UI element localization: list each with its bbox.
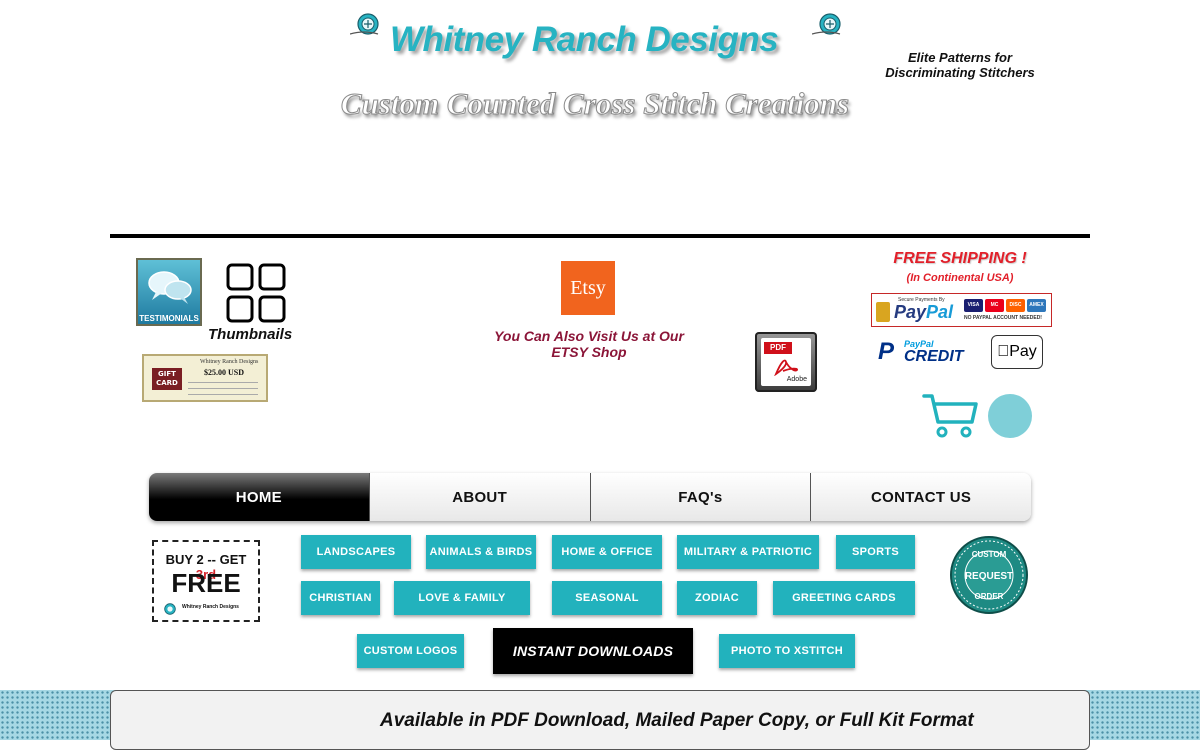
category-landscapes[interactable]: LANDSCAPES	[301, 535, 411, 569]
category-greeting-cards[interactable]: GREETING CARDS	[773, 581, 915, 615]
acrobat-swirl-icon	[774, 359, 798, 376]
etsy-shop-link[interactable]: You Can Also Visit Us at Our ETSY Shop	[494, 328, 684, 360]
testimonials-caption: TESTIMONIALS	[139, 314, 199, 323]
lock-icon	[876, 302, 890, 322]
pdf-page: PDF Adobe	[761, 338, 811, 386]
gift-card-line	[188, 394, 258, 395]
apple-pay-label: Pay	[1003, 343, 1037, 360]
gift-card-title: Whitney Ranch Designs	[200, 359, 259, 365]
nav-home[interactable]: HOME	[149, 473, 369, 521]
gift-card-amount: $25.00 USD	[204, 368, 245, 377]
paypal-pal: Pal	[926, 302, 954, 322]
header-divider	[110, 234, 1090, 238]
category-christian[interactable]: CHRISTIAN	[301, 581, 380, 615]
thread-spool-icon	[164, 603, 176, 615]
paypal-secure-badge: Secure Payments By PayPal VISA MC DISC A…	[871, 293, 1052, 327]
paypal-logo: PayPal	[894, 302, 953, 323]
category-photo-to-xstitch[interactable]: PHOTO TO XSTITCH	[719, 634, 855, 668]
paypal-pay: Pay	[894, 302, 927, 322]
no-account-needed: NO PAYPAL ACCOUNT NEEDED!	[964, 315, 1042, 321]
site-tagline: Elite Patterns for Discriminating Stitch…	[885, 50, 1035, 80]
category-home-office[interactable]: HOME & OFFICE	[552, 535, 662, 569]
speech-bubbles-icon	[148, 271, 192, 304]
thread-spool-icon	[812, 13, 841, 35]
site-subtitle: Custom Counted Cross Stitch Creations	[340, 86, 850, 122]
category-military-patriotic[interactable]: MILITARY & PATRIOTIC	[677, 535, 819, 569]
site-brand-title[interactable]: Whitney Ranch Designs	[390, 20, 779, 59]
category-animals-birds[interactable]: ANIMALS & BIRDS	[426, 535, 536, 569]
category-seasonal[interactable]: SEASONAL	[552, 581, 662, 615]
amex-icon: AMEX	[1027, 299, 1046, 312]
paypal-credit-logo: P PayPal CREDIT	[878, 338, 964, 366]
category-zodiac[interactable]: ZODIAC	[677, 581, 757, 615]
category-custom-logos[interactable]: CUSTOM LOGOS	[357, 634, 464, 668]
visa-icon: VISA	[964, 299, 983, 312]
mastercard-icon: MC	[985, 299, 1004, 312]
seal-text-request: REQUEST	[965, 571, 1013, 582]
custom-request-order-seal-icon[interactable]: CUSTOM REQUEST ORDER	[949, 535, 1029, 615]
testimonials-link[interactable]: TESTIMONIALS	[136, 258, 202, 326]
category-instant-downloads[interactable]: INSTANT DOWNLOADS	[493, 628, 693, 674]
gift-card-badge: GIFT CARD	[152, 368, 182, 390]
apple-pay-badge: Pay	[991, 335, 1043, 369]
paypal-p-icon: P	[878, 338, 895, 365]
category-love-family[interactable]: LOVE & FAMILY	[394, 581, 530, 615]
paypal-secure-label: Secure Payments By	[898, 297, 945, 303]
shopping-cart-icon[interactable]	[922, 392, 980, 440]
seal-text-order: ORDER	[975, 592, 1004, 601]
category-sports[interactable]: SPORTS	[836, 535, 915, 569]
gift-card-line	[188, 388, 258, 389]
thumbnails-grid-icon[interactable]	[226, 263, 286, 323]
format-banner-text: Available in PDF Download, Mailed Paper …	[380, 710, 974, 731]
free-shipping-note: (In Continental USA)	[906, 272, 1014, 284]
pdf-adobe-icon[interactable]: PDF Adobe	[755, 332, 817, 392]
promo-free: FREE	[171, 568, 241, 598]
pdf-tag: PDF	[764, 342, 792, 354]
gift-card-line	[188, 382, 258, 383]
discover-icon: DISC	[1006, 299, 1025, 312]
paypal-credit-big: CREDIT	[904, 348, 964, 365]
card-logos: VISA MC DISC AMEX	[964, 299, 1046, 312]
buy-2-get-3rd-free-promo[interactable]: BUY 2 -- GET 3rd FREE Whitney Ranch Desi…	[152, 540, 260, 622]
nav-faqs[interactable]: FAQ's	[589, 473, 811, 521]
nav-contact-us[interactable]: CONTACT US	[810, 473, 1031, 521]
seal-text-custom: CUSTOM	[972, 550, 1007, 559]
thread-spool-icon	[350, 13, 379, 35]
promo-brand: Whitney Ranch Designs	[182, 604, 239, 610]
promo-third: 3rd	[195, 567, 217, 582]
paypal-credit-small: PayPal	[904, 339, 934, 349]
gift-card-link[interactable]: GIFT CARD Whitney Ranch Designs $25.00 U…	[142, 354, 268, 402]
etsy-logo-link[interactable]: Etsy	[561, 261, 615, 315]
nav-about[interactable]: ABOUT	[368, 473, 590, 521]
apple-icon: 	[997, 343, 1009, 360]
thumbnails-link[interactable]: Thumbnails	[208, 326, 293, 343]
promo-line-1: BUY 2 -- GET 3rd	[154, 552, 258, 582]
main-nav: HOME ABOUT FAQ's CONTACT US	[149, 473, 1031, 521]
cart-count-badge[interactable]	[988, 394, 1032, 438]
free-shipping-heading: FREE SHIPPING !	[893, 250, 1027, 267]
adobe-label: Adobe	[786, 376, 807, 383]
promo-buy: BUY 2 -- GET	[165, 552, 247, 567]
